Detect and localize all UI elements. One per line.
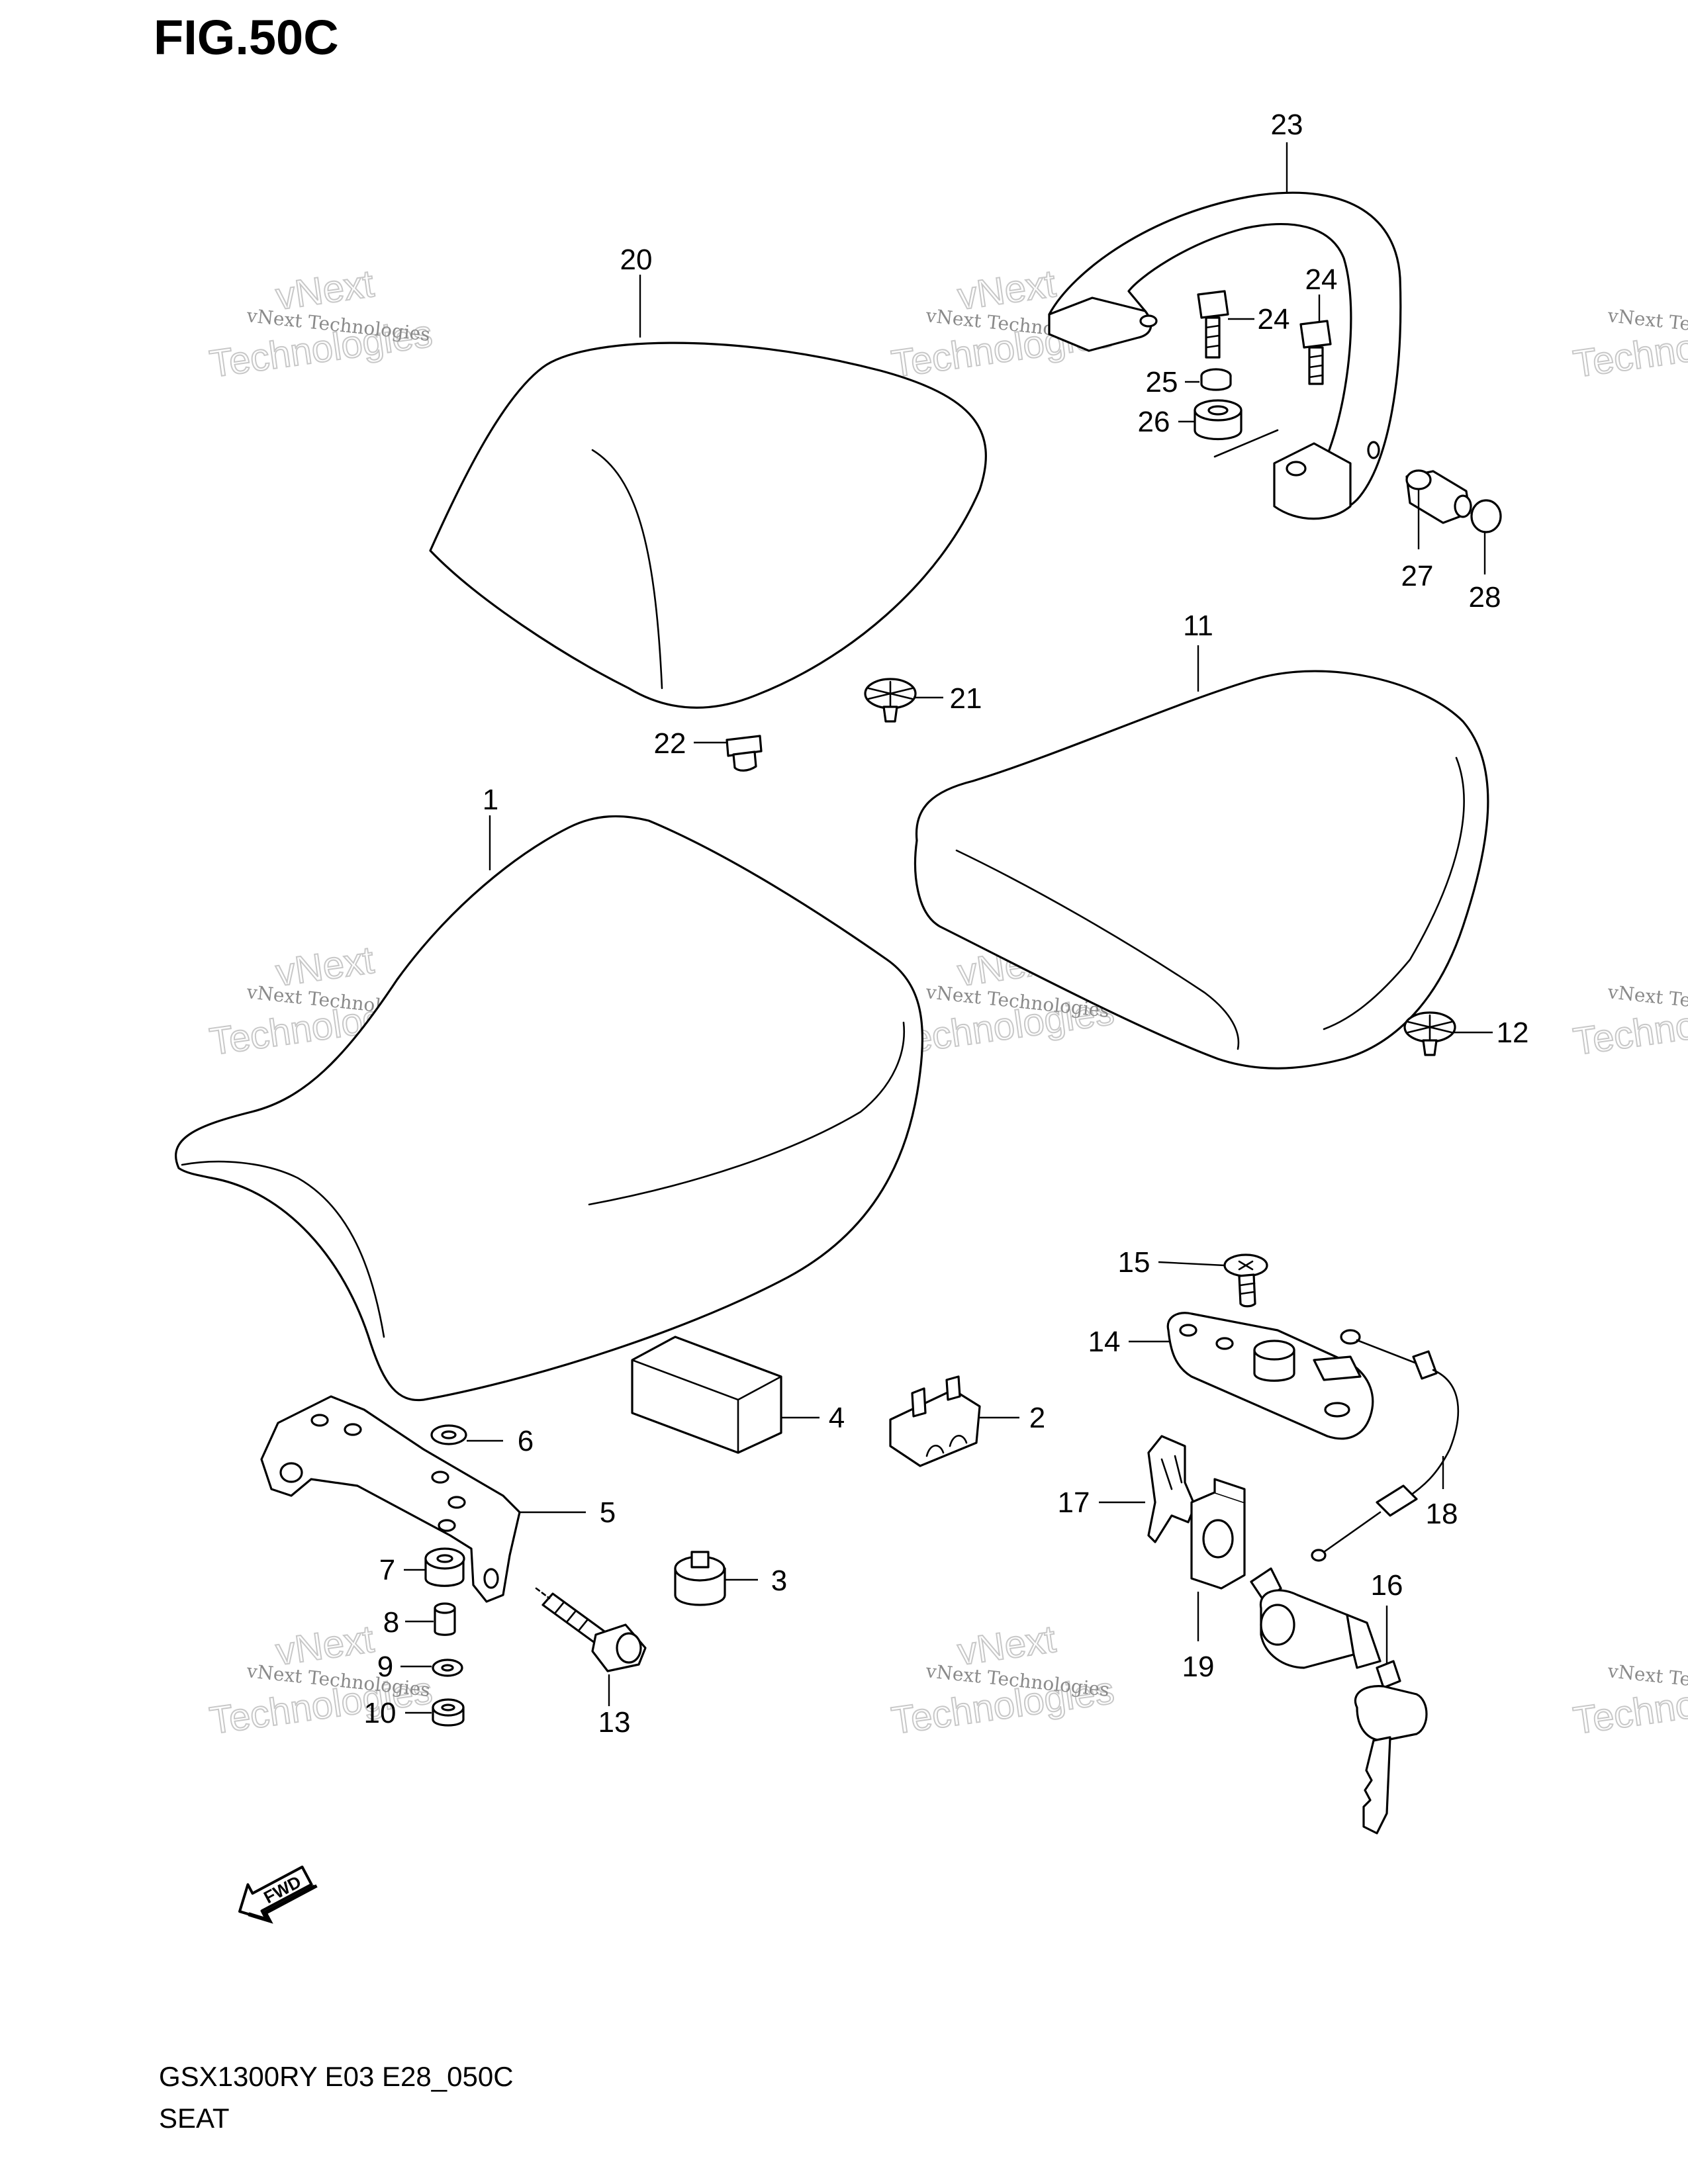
forward-direction-arrow: FWD: [238, 1865, 318, 1924]
part-7-cushion: [424, 1547, 465, 1587]
callout-5: 5: [600, 1496, 616, 1529]
callout-20: 20: [620, 244, 653, 276]
part-9-washer: [432, 1659, 463, 1677]
part-26-cushion: [1194, 399, 1243, 440]
part-21-clip: [864, 678, 917, 723]
callout-4: 4: [829, 1402, 845, 1434]
part-14-seat-lock-plate: [1166, 1312, 1374, 1440]
part-3-stopper: [674, 1551, 726, 1606]
part-2-rubber: [889, 1375, 981, 1467]
callout-27: 27: [1401, 560, 1434, 592]
part-13-bolt: [535, 1587, 647, 1672]
callout-7: 7: [379, 1554, 395, 1586]
callout-24b: 24: [1305, 263, 1338, 296]
callout-28: 28: [1469, 581, 1501, 614]
part-15-screw: [1223, 1253, 1268, 1308]
callout-12: 12: [1497, 1017, 1529, 1049]
callout-19: 19: [1182, 1651, 1215, 1683]
callout-10: 10: [364, 1697, 397, 1729]
part-22-plug: [726, 735, 763, 772]
callout-8: 8: [383, 1606, 399, 1639]
part-1-front-seat: [175, 815, 924, 1402]
callout-6: 6: [518, 1425, 534, 1457]
callout-17: 17: [1058, 1486, 1090, 1519]
part-16-lock-set: [1250, 1567, 1428, 1835]
callout-16: 16: [1371, 1569, 1403, 1602]
callout-9: 9: [377, 1651, 393, 1683]
callout-24a: 24: [1258, 303, 1290, 336]
part-17-clip: [1147, 1435, 1196, 1543]
model-code: GSX1300RY E03 E28_050C: [159, 2061, 514, 2092]
callout-15: 15: [1118, 1246, 1150, 1279]
watermark-mid-right: Technologies vNext Technologies: [1570, 981, 1688, 1064]
part-10-nut: [432, 1698, 465, 1727]
part-20-seat-cowl: [429, 341, 987, 709]
callout-25: 25: [1146, 366, 1178, 398]
figure-title: FIG.50C: [154, 10, 339, 65]
callout-26: 26: [1138, 406, 1170, 438]
part-5-bracket: [260, 1395, 521, 1603]
part-19-lock-bracket: [1190, 1478, 1246, 1590]
watermark-low-left: Technologies vNext vNext Technologies: [207, 1617, 436, 1743]
section-name: SEAT: [159, 2103, 230, 2134]
callout-labels: 1 2 3 4 5 6 7 8 9 10 11 12 13 14 15 16 1…: [364, 109, 1529, 1739]
part-27-knob: [1405, 469, 1472, 524]
leader-lines: [400, 142, 1493, 1714]
part-11-rear-seat: [914, 670, 1489, 1069]
watermark-low-center: Technologies vNext vNext Technologies: [888, 1617, 1117, 1743]
callout-2: 2: [1029, 1402, 1045, 1434]
callout-22: 22: [654, 727, 686, 760]
part-8-collar: [434, 1602, 456, 1636]
part-25-collar: [1200, 368, 1232, 391]
part-6-washer: [430, 1424, 467, 1445]
callout-13: 13: [598, 1706, 631, 1739]
part-24-bolt-a: [1197, 290, 1229, 359]
part-4-foam-block: [631, 1336, 782, 1454]
callout-18: 18: [1426, 1498, 1458, 1530]
part-18-cable: [1311, 1329, 1460, 1562]
watermark-low-right: Technologies vNext Technologies: [1570, 1660, 1688, 1743]
callout-1: 1: [483, 784, 498, 816]
watermark-top-left: Technologies vNext vNext Technologies: [207, 261, 436, 387]
callout-14: 14: [1088, 1326, 1121, 1358]
callout-23: 23: [1271, 109, 1303, 141]
part-28-cap: [1470, 499, 1502, 533]
part-12-clip: [1403, 1011, 1456, 1056]
part-23-grab-handle: [1048, 191, 1402, 520]
watermark-top-right: Technologies vNext Technologies: [1570, 304, 1688, 387]
callout-21: 21: [950, 682, 982, 715]
callout-11: 11: [1183, 610, 1213, 642]
part-24-bolt-b: [1299, 320, 1332, 385]
callout-3: 3: [771, 1565, 787, 1597]
